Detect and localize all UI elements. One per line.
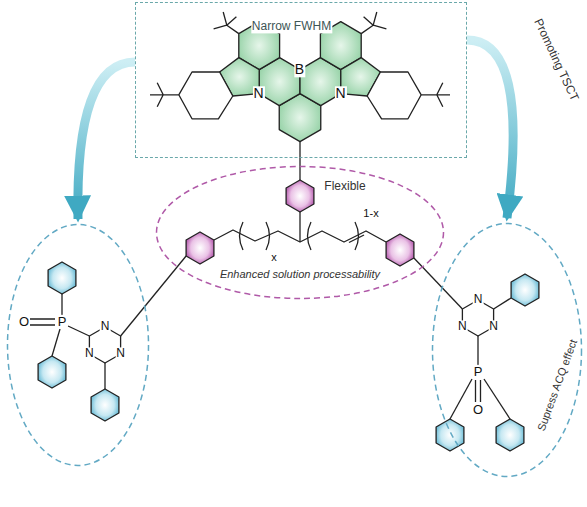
atom-label: N: [84, 347, 95, 360]
ellipse-outline: [6, 223, 150, 467]
benzene-rings: [38, 180, 539, 451]
caption-text: Enhanced solution processability: [219, 268, 381, 280]
atom-label: N: [488, 320, 499, 333]
subscript-label: x: [270, 251, 278, 263]
linker-ellipse: Flexible x 1-xEnhanced solution processabi…: [155, 165, 445, 300]
acceptor-ellipse: N N N P O Supress ACQ effect: [431, 222, 583, 478]
subscript-label: 1-x: [362, 207, 379, 219]
bond-lines: [30, 142, 511, 419]
acceptor-ellipse: O P N N N: [6, 223, 150, 467]
atom-label: N: [334, 86, 346, 101]
atom-label: O: [18, 315, 30, 329]
caption-text: Supress ACQ effect: [534, 337, 579, 434]
atom-label: P: [473, 365, 484, 379]
atom-label: N: [252, 86, 264, 101]
caption-text: Flexible: [323, 180, 366, 193]
atom-label: N: [473, 293, 484, 306]
core-box: Narrow FWHM B N N: [135, 2, 467, 158]
atom-label: N: [457, 320, 468, 333]
flow-arrow: [78, 62, 135, 219]
atom-label: P: [57, 315, 68, 329]
atom-label: B: [294, 62, 305, 77]
boron-core: [150, 12, 450, 142]
atom-label: N: [100, 320, 111, 333]
atom-label: N: [115, 347, 126, 360]
ellipse-outline: [431, 222, 583, 478]
atom-label: O: [472, 403, 484, 417]
arrow-label: Promoting TSCT: [531, 16, 581, 104]
flow-arrow: [467, 40, 513, 218]
caption-text: Narrow FWHM: [251, 20, 332, 33]
